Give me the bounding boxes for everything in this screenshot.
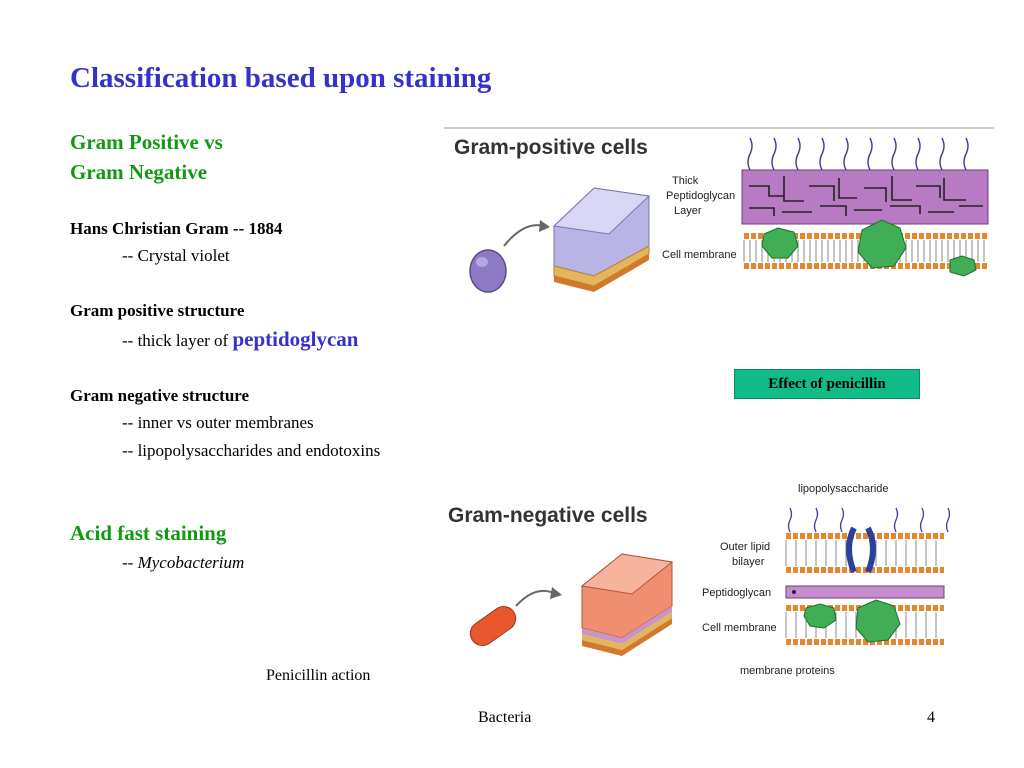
teichoic-acid-strands — [747, 137, 969, 171]
arrow-head-icon-2 — [550, 587, 562, 599]
porin-icon — [846, 526, 876, 574]
acid-sub: -- Mycobacterium — [122, 553, 244, 573]
label-outer-lipid: Outer lipid — [720, 541, 770, 553]
pos-sub: -- thick layer of peptidoglycan — [122, 327, 358, 352]
arrow-icon — [503, 224, 545, 247]
label-peptidoglycan: Peptidoglycan — [666, 190, 735, 202]
label-cell-membrane: Cell membrane — [662, 249, 737, 261]
footer-center: Bacteria — [478, 709, 532, 726]
gram-positive-title: Gram-positive cells — [454, 136, 648, 159]
label-lipopolysaccharide: lipopolysaccharide — [798, 483, 889, 495]
gram-negative-figure: Gram-negative cells lipopolysaccharide O… — [448, 483, 951, 677]
neg-heading: Gram negative structure — [70, 386, 250, 405]
outer-membrane-tails — [785, 540, 937, 566]
page-number: 4 — [927, 709, 935, 726]
acid-heading: Acid fast staining — [70, 521, 227, 545]
neg-sub2: -- lipopolysaccharides and endotoxins — [122, 441, 381, 460]
acid-sub-prefix: -- — [122, 553, 138, 572]
label-cell-membrane-2: Cell membrane — [702, 622, 777, 634]
arrow-icon-2 — [515, 590, 557, 607]
gram-heading-line2: Gram Negative — [70, 160, 208, 184]
penicillin-badge: Effect of penicillin — [734, 369, 920, 399]
purple-cell-icon — [469, 249, 507, 293]
gram-negative-title: Gram-negative cells — [448, 504, 648, 527]
membrane-protein-icon — [761, 227, 799, 259]
label-layer: Layer — [674, 205, 702, 217]
slide-title: Classification based upon staining — [70, 62, 492, 94]
label-bilayer: bilayer — [732, 556, 765, 568]
thin-peptidoglycan-layer — [785, 585, 945, 599]
pos-heading: Gram positive structure — [70, 301, 245, 320]
membrane-protein-icon-2 — [857, 219, 907, 269]
gram-positive-figure: Gram-positive cells Thick Peptidoglycan … — [444, 127, 994, 293]
lps-strands — [787, 507, 951, 533]
membrane-protein-icon-4 — [803, 603, 837, 629]
label-membrane-proteins: membrane proteins — [740, 665, 835, 677]
outer-membrane-heads — [786, 533, 944, 573]
pos-sub-prefix: -- thick layer of — [122, 331, 233, 350]
gram-heading-line1: Gram Positive vs — [70, 130, 223, 154]
penicillin-caption: Penicillin action — [266, 667, 371, 684]
arrow-head-icon — [539, 220, 550, 232]
peptidoglycan-highlight: peptidoglycan — [232, 327, 359, 351]
hans-sub: -- Crystal violet — [122, 246, 230, 265]
label-thick: Thick — [672, 175, 699, 187]
membrane-protein-icon-3 — [949, 255, 977, 277]
rod-cell-icon — [469, 606, 517, 646]
neg-sub1: -- inner vs outer membranes — [122, 413, 314, 432]
cell-highlight — [476, 257, 488, 267]
hans-heading: Hans Christian Gram -- 1884 — [70, 219, 283, 238]
peptidoglycan-layer — [741, 169, 989, 225]
membrane-protein-icon-5 — [855, 599, 901, 643]
mycobacterium-text: Mycobacterium — [137, 553, 245, 572]
label-peptidoglycan-2: Peptidoglycan — [702, 587, 771, 599]
peptidoglycan-mesh — [749, 176, 983, 216]
